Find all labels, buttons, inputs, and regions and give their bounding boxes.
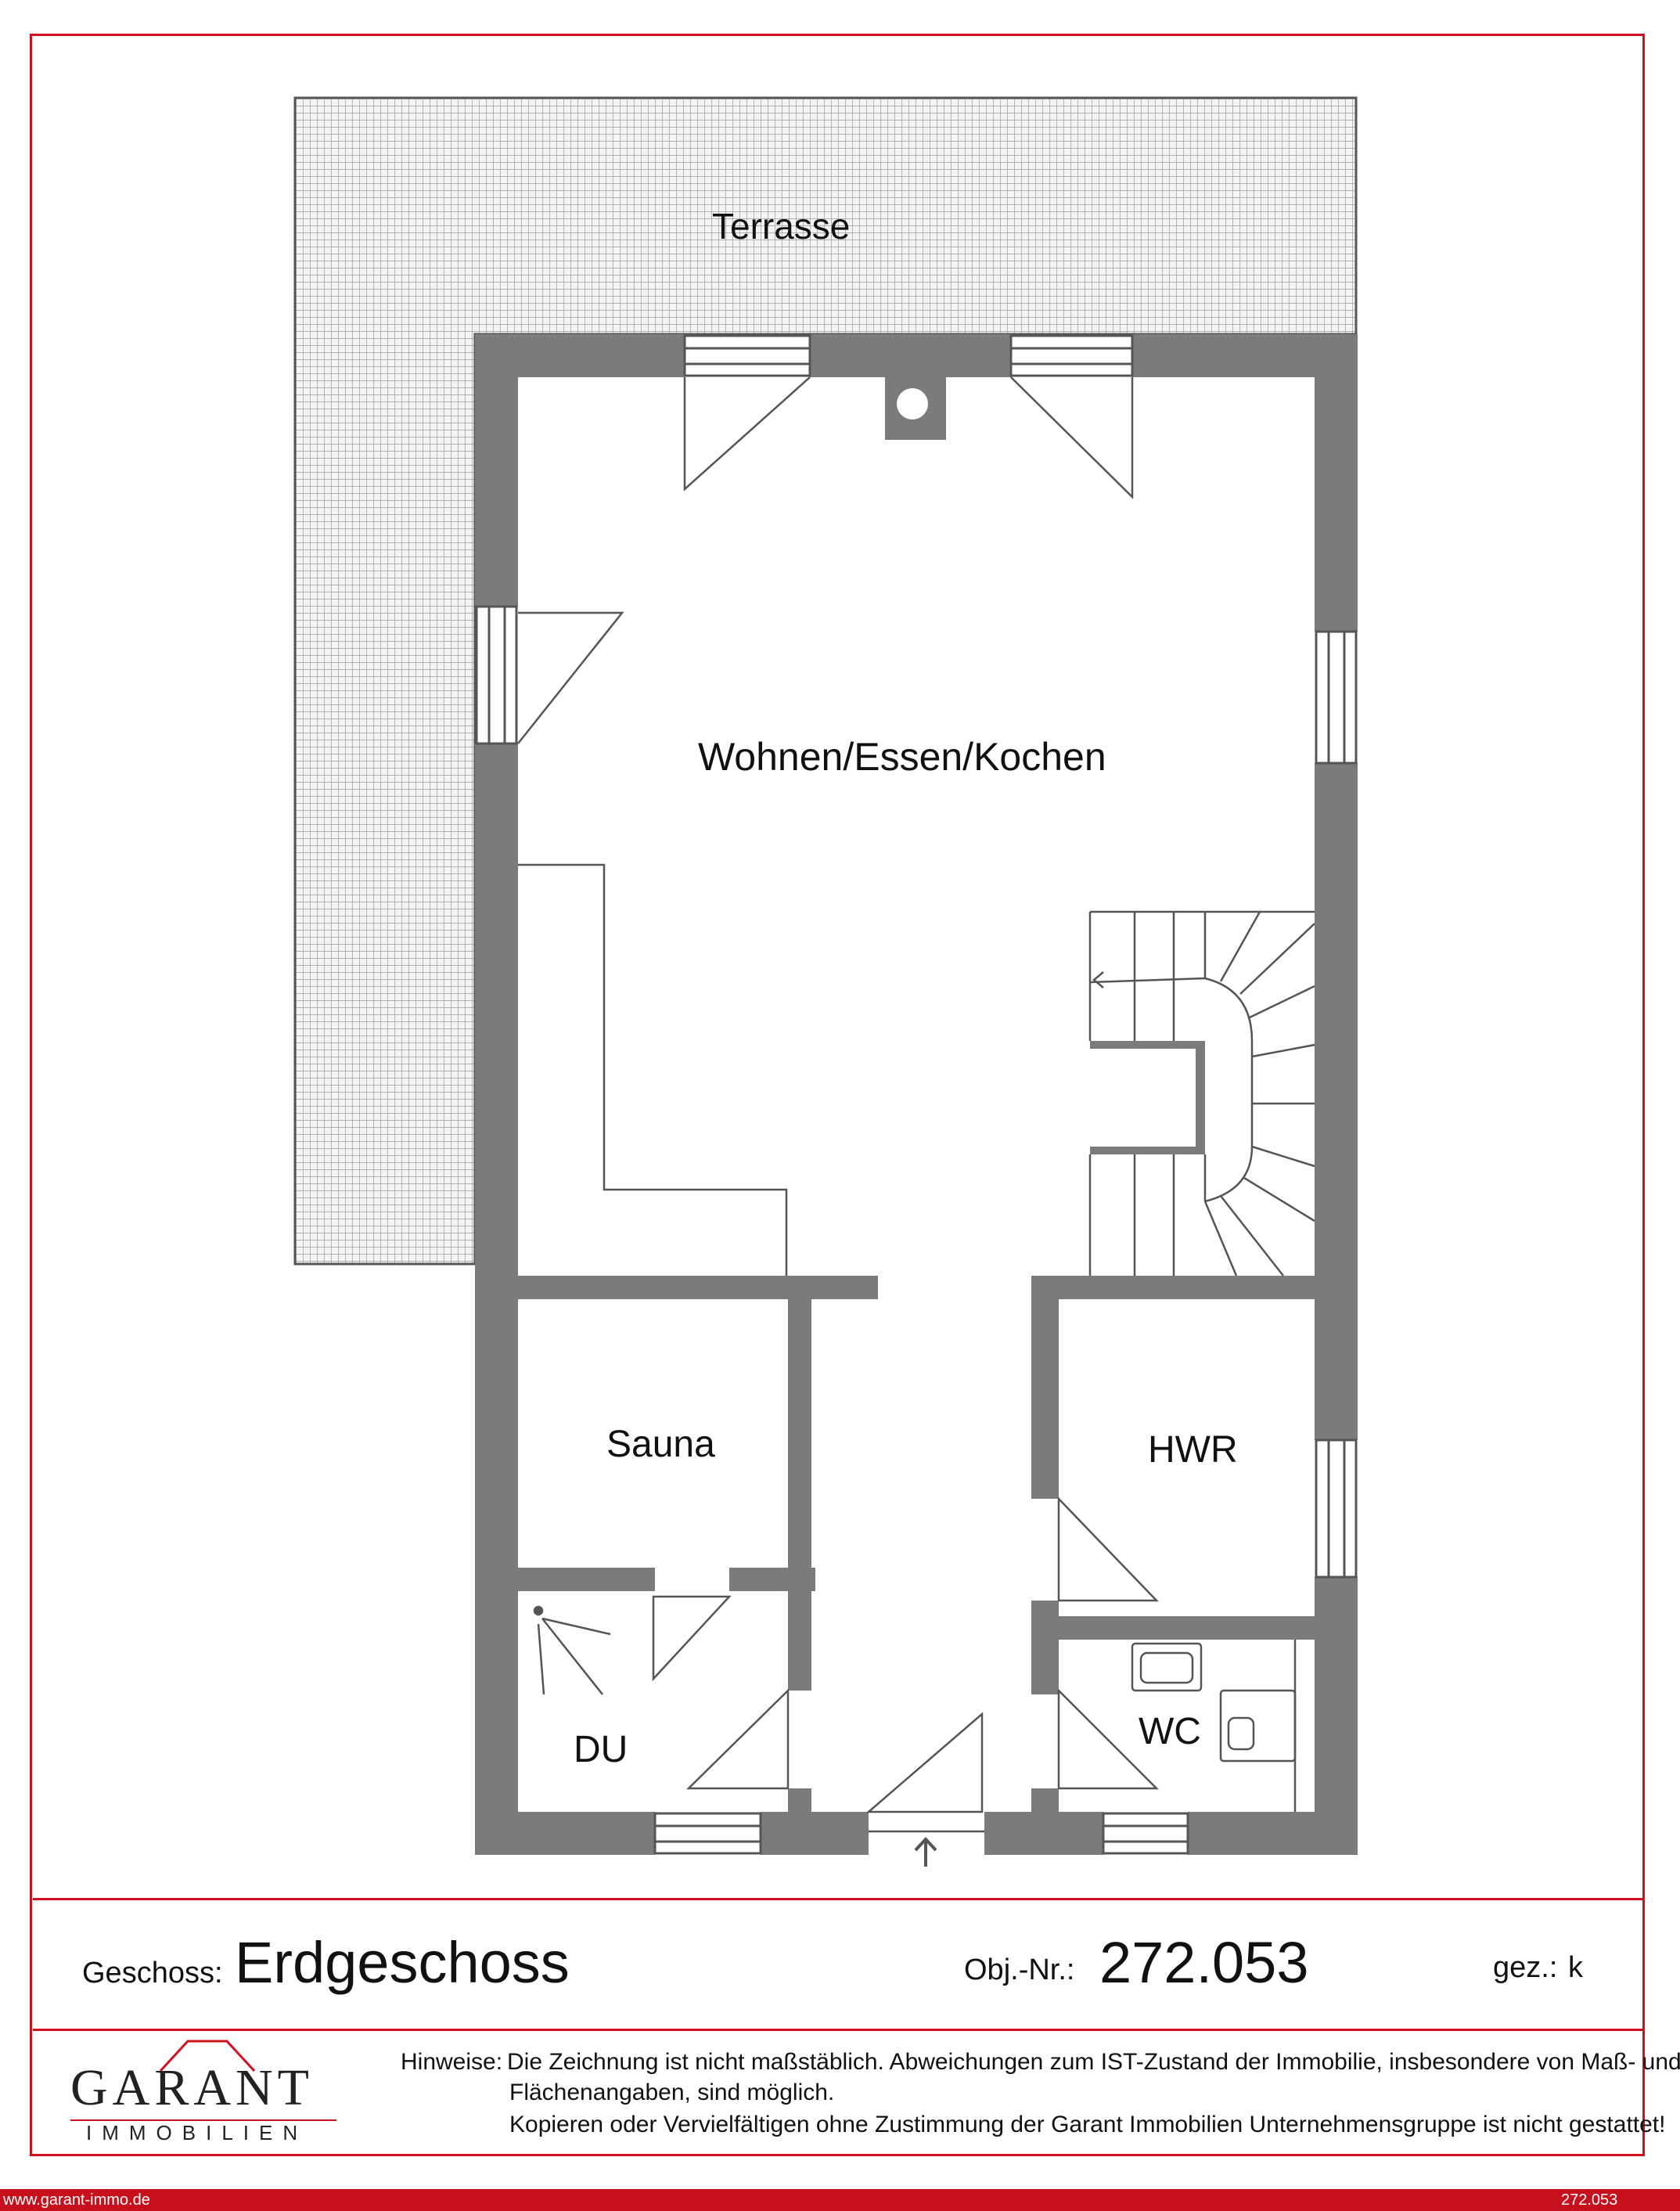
footer-url[interactable]: www.garant-immo.de [3, 2191, 150, 2209]
gez-value: k [1568, 1951, 1583, 1984]
obj-label: Obj.-Nr.: [964, 1954, 1075, 1986]
staircase [1088, 910, 1315, 1277]
footer-bar: www.garant-immo.de 272.053 [0, 2189, 1680, 2211]
separator-bottom [33, 2029, 1645, 2031]
separator-top [33, 1898, 1645, 1900]
walls [475, 334, 1358, 1855]
room-label-terrasse: Terrasse [712, 206, 851, 247]
chimney-flue [897, 388, 928, 420]
footer-ref: 272.053 [1561, 2191, 1618, 2209]
notes-label: Hinweise: [401, 2049, 503, 2075]
geschoss-label: Geschoss: [82, 1957, 223, 1990]
gez-label: gez.: [1493, 1951, 1558, 1984]
obj-value: 272.053 [1099, 1930, 1309, 1995]
windows [475, 334, 1358, 1855]
wc-fixtures [1131, 1640, 1297, 1812]
logo-sub: IMMOBILIEN [86, 2121, 308, 2144]
room-label-wc: WC [1139, 1711, 1201, 1752]
logo-roof-icon [159, 2040, 256, 2072]
garant-logo: GARANT IMMOBILIEN [70, 2035, 336, 2144]
door-swings [517, 376, 1160, 1833]
room-label-wohnen: Wohnen/Essen/Kochen [698, 735, 1106, 779]
shower-icon [533, 1605, 611, 1695]
geschoss-value: Erdgeschoss [235, 1930, 570, 1995]
entrance-arrow-icon [914, 1837, 937, 1867]
notes-line-3: Kopieren oder Vervielfältigen ohne Zusti… [509, 2112, 1666, 2137]
room-label-hwr: HWR [1148, 1429, 1238, 1471]
drawing-frame [30, 34, 1645, 2156]
room-label-du: DU [574, 1729, 628, 1770]
notes-line-1: Die Zeichnung ist nicht maßstäblich. Abw… [507, 2049, 1680, 2075]
logo-name: GARANT [70, 2059, 314, 2116]
notes-line-2: Flächenangaben, sind möglich. [509, 2080, 835, 2105]
logo-underline [70, 2119, 336, 2121]
kitchen-counter [518, 863, 788, 1276]
room-label-sauna: Sauna [606, 1424, 715, 1465]
